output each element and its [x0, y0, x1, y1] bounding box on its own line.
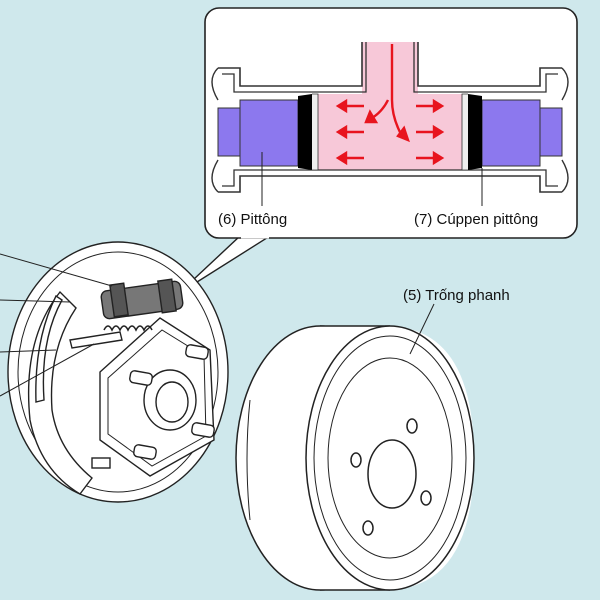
- right-piston-rod: [539, 107, 563, 157]
- label-piston: (6) Pittông: [218, 211, 287, 228]
- right-piston: [481, 99, 541, 167]
- left-piston-rod: [217, 107, 241, 157]
- pressure-arrows: [335, 44, 445, 166]
- brake-drum: [235, 325, 475, 591]
- label-drum: (5) Trống phanh: [403, 287, 510, 304]
- brake-fluid: [310, 42, 468, 170]
- wheel-studs: [129, 344, 215, 460]
- right-piston-cup: [465, 94, 482, 170]
- drum-center-hole: [367, 439, 417, 509]
- left-leader-lines: [0, 253, 113, 397]
- wheel-cylinder: [100, 278, 184, 320]
- wheel-cylinder-section: [211, 42, 569, 206]
- left-piston: [239, 99, 299, 167]
- brake-assembly: [7, 241, 229, 503]
- left-piston-cup: [298, 94, 315, 170]
- return-spring: [103, 325, 153, 332]
- drum-leader-line: [409, 303, 435, 355]
- drum-lug-holes: [350, 418, 432, 536]
- label-piston-cup: (7) Cúppen pittông: [414, 211, 538, 228]
